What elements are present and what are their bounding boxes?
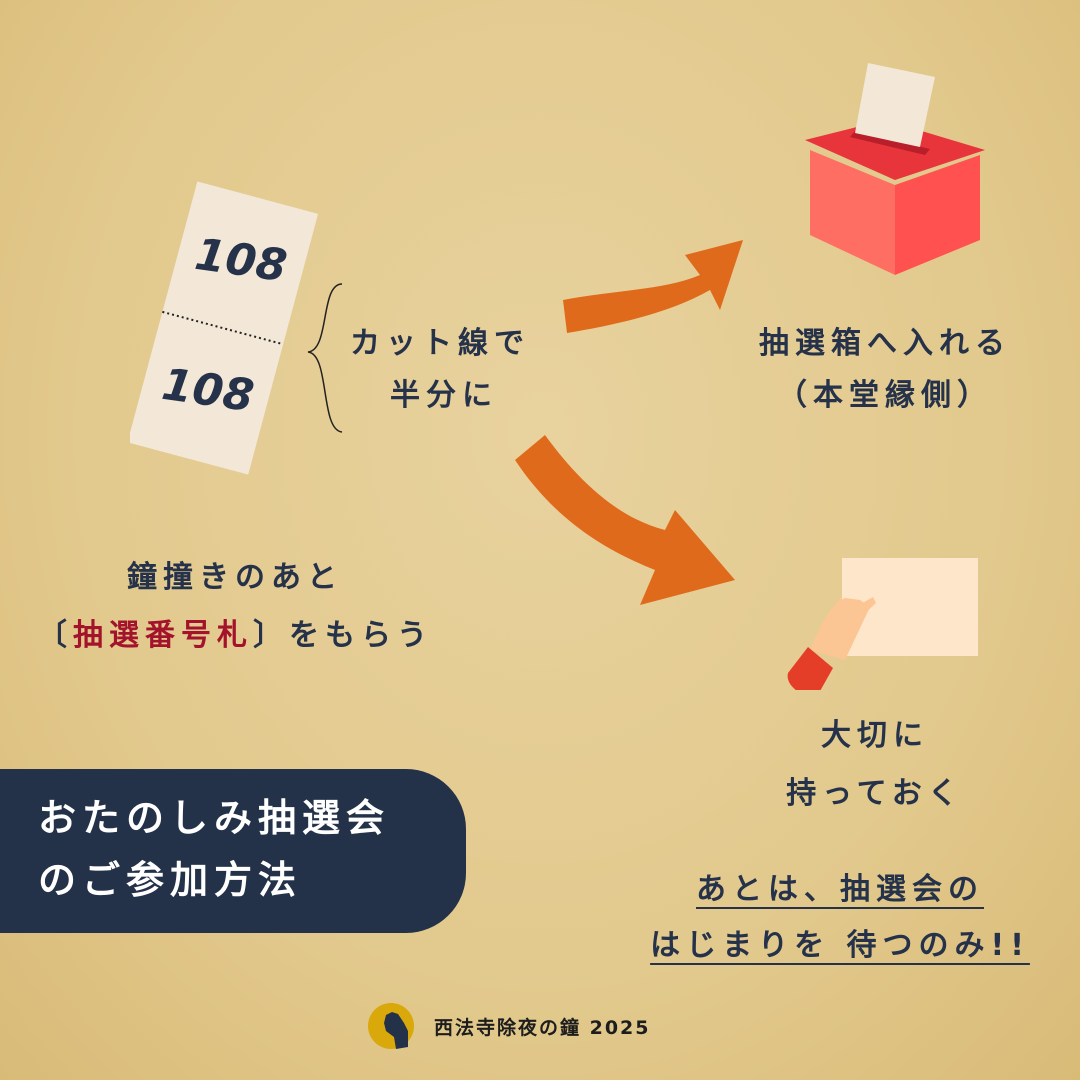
keep-line1: 大切に [821,718,929,753]
bracket-open: 〔 [37,618,73,653]
closing-message: あとは、抽選会の はじまりを 待つのみ!! [630,862,1050,974]
box-instruction: 抽選箱へ入れる （本堂縁側） [740,318,1030,422]
footer: 西法寺除夜の鐘 2025 [368,1003,651,1049]
receive-instruction: 鐘撞きのあと 〔抽選番号札〕をもらう [0,552,470,662]
ticket-name-highlight: 抽選番号札 [73,618,253,653]
receive-line2: 〔抽選番号札〕をもらう [0,610,470,662]
keep-instruction: 大切に 持っておく [760,710,990,820]
brace-icon [307,283,343,433]
lottery-ticket-illustration: 108 108 [127,180,330,480]
banner-title-line2: のご参加方法 [38,858,303,902]
banner-title-line1: おたのしみ抽選会 [38,796,391,840]
ballot-box-icon [805,63,985,275]
receive-suffix: をもらう [289,618,433,653]
box-line2: （本堂縁側） [777,378,993,413]
footer-text: 西法寺除夜の鐘 2025 [434,1016,651,1039]
closing-line1: あとは、抽選会の [696,872,984,907]
temple-logo-icon [368,1003,414,1049]
title-banner: おたのしみ抽選会 のご参加方法 [0,769,466,933]
arrow-up-right-icon [563,240,743,333]
box-line1: 抽選箱へ入れる [759,326,1011,361]
closing-line2: はじまりを 待つのみ!! [650,928,1030,963]
cut-instruction: カット線で 半分に [350,318,530,422]
hand-holding-ticket-icon [787,558,978,690]
bracket-close: 〕 [253,618,289,653]
keep-line2: 持っておく [786,776,964,811]
cut-line2: 半分に [390,378,498,413]
receive-line1: 鐘撞きのあと [127,560,343,595]
arrow-down-right-icon [515,435,735,605]
cut-line1: カット線で [350,326,530,361]
